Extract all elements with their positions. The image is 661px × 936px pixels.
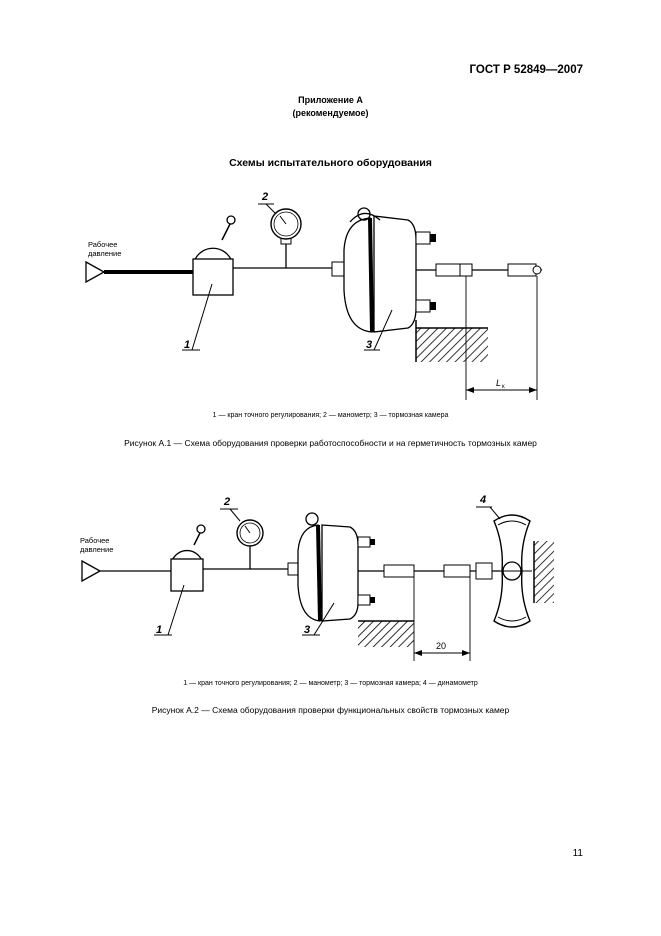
figure-1-legend: 1 — кран точного регулирования; 2 — мано… [212,412,449,419]
page-number: 11 [572,848,583,859]
fig1-pressure-label: Рабочее давление [88,240,122,258]
number-3: 3 [366,339,372,351]
dimension-20-label: 20 [436,641,446,651]
figure-1-caption: Рисунок А.1 — Схема оборудования проверк… [124,438,537,448]
number-2: 2 [223,496,230,508]
brake-chamber-3 [331,207,436,333]
dynamometer-4 [492,514,532,628]
figure-1-diagram: L к 1 2 3 [85,191,542,400]
figure-2-legend: 1 — кран точного регулирования; 2 — мано… [183,680,478,687]
appendix-title: Приложение А [298,95,363,105]
number-1: 1 [184,339,190,351]
manometer-2 [270,208,302,268]
pressure-input-arrow [85,260,106,284]
appendix-subtitle: (рекомендуемое) [292,108,369,118]
figure-2-caption: Рисунок А.2 — Схема оборудования проверк… [151,705,510,715]
section-title: Схемы испытательного оборудования [229,157,432,169]
document-id: ГОСТ Р 52849—2007 [469,64,583,76]
pressure-input-arrow [81,559,102,583]
number-2: 2 [261,191,268,203]
manometer-2 [236,519,264,569]
number-3: 3 [304,624,310,636]
valve-1 [170,524,206,592]
dimension-lk-label: L [496,378,501,388]
number-1: 1 [156,624,162,636]
valve-1 [192,215,236,296]
brake-chamber-3 [287,512,375,622]
number-4: 4 [479,494,486,506]
figure-2-diagram: 20 1 2 3 4 [81,494,554,661]
dimension-lk-subscript: к [502,384,505,390]
fig2-pressure-label: Рабочее давление [80,536,114,554]
